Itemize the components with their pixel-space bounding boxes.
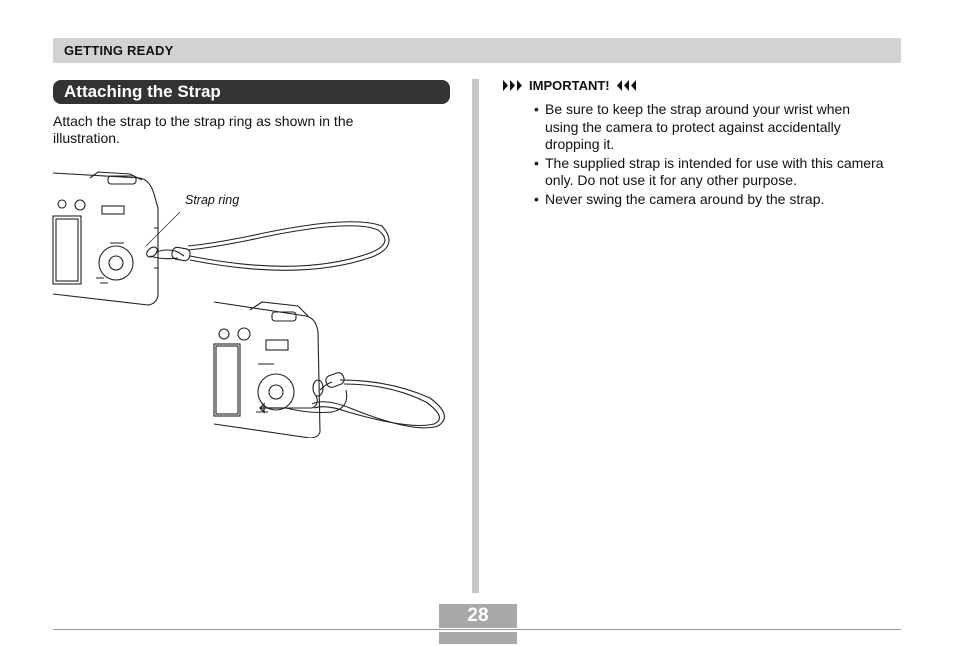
arrows-left-icon bbox=[616, 80, 636, 91]
footer-rule bbox=[53, 629, 901, 630]
column-divider bbox=[472, 79, 479, 593]
important-list: Be sure to keep the strap around your wr… bbox=[534, 101, 886, 209]
arrows-right-icon bbox=[503, 80, 522, 91]
section-header-label: GETTING READY bbox=[64, 43, 174, 58]
section-title-bar: Attaching the Strap bbox=[53, 80, 450, 104]
strap-bottom bbox=[259, 372, 445, 429]
page-number-underbar bbox=[439, 632, 517, 644]
strap-ring-callout: Strap ring bbox=[185, 193, 240, 207]
important-label: IMPORTANT! bbox=[529, 78, 610, 93]
section-title: Attaching the Strap bbox=[64, 82, 221, 101]
page-number-box: 28 bbox=[439, 604, 517, 644]
strap-illustration bbox=[52, 171, 445, 438]
list-item: The supplied strap is intended for use w… bbox=[534, 155, 886, 190]
intro-paragraph: Attach the strap to the strap ring as sh… bbox=[53, 113, 354, 146]
camera-bottom bbox=[213, 301, 321, 438]
important-heading: IMPORTANT! bbox=[502, 78, 637, 93]
section-header-bar: GETTING READY bbox=[53, 38, 901, 63]
page-number: 28 bbox=[439, 604, 517, 628]
camera-top-left bbox=[52, 171, 159, 306]
list-item: Never swing the camera around by the str… bbox=[534, 191, 886, 209]
list-item: Be sure to keep the strap around your wr… bbox=[534, 101, 886, 154]
strap-top bbox=[145, 211, 390, 271]
